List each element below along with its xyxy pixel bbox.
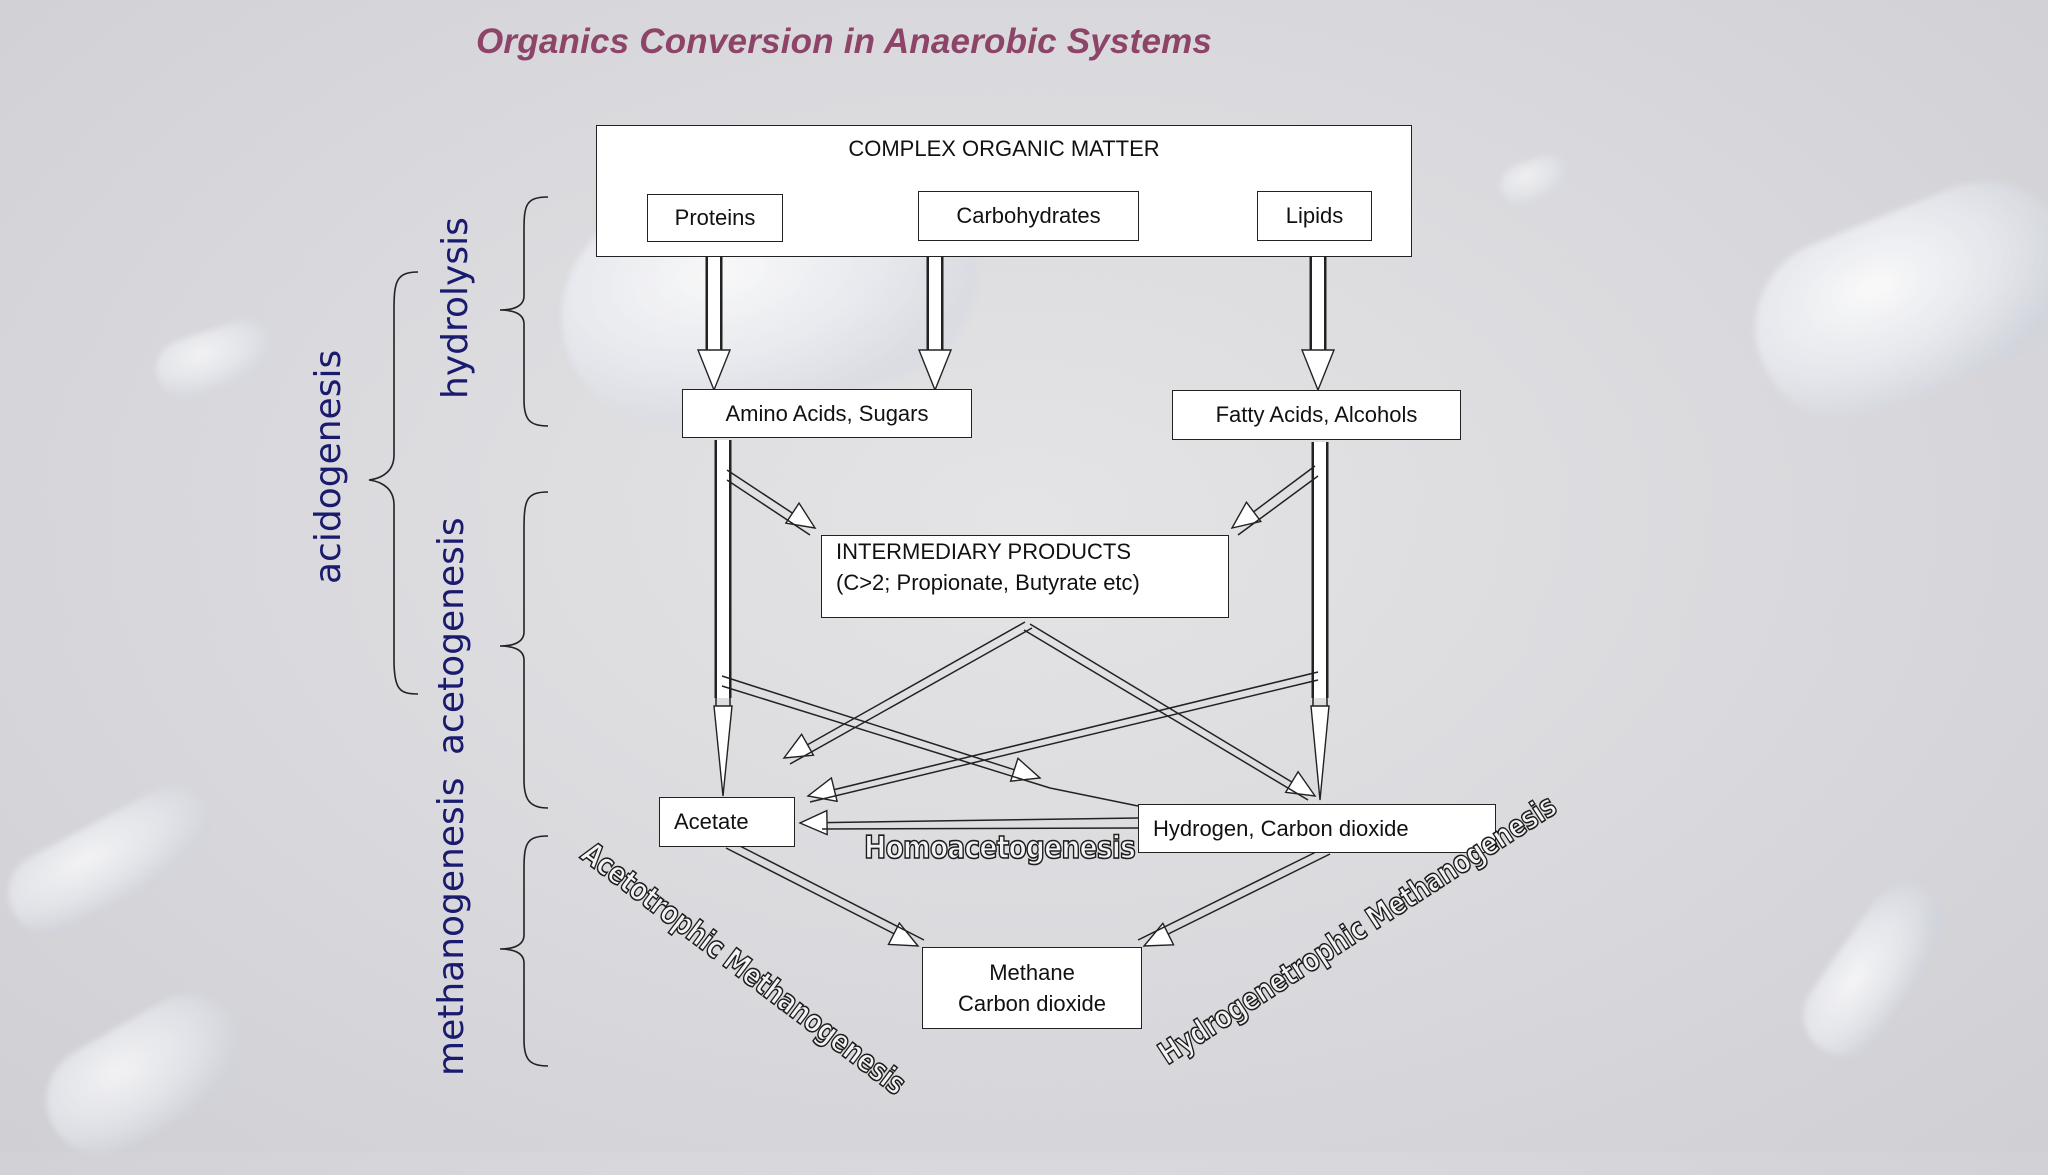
amino-acids-sugars-label: Amino Acids, Sugars: [725, 400, 929, 426]
carbohydrates-label: Carbohydrates: [956, 203, 1101, 228]
acetogenesis-brace: [499, 491, 549, 809]
acetate-box: Acetate: [659, 797, 795, 847]
proteins-box: Proteins: [647, 194, 783, 242]
hydrogen-co2-box: Hydrogen, Carbon dioxide: [1138, 804, 1496, 853]
proteins-label: Proteins: [674, 205, 756, 230]
arrows: [705, 242, 1329, 698]
methane-co2-box: Methane Carbon dioxide: [922, 947, 1142, 1029]
acetate-label: Acetate: [674, 809, 749, 834]
carbohydrates-box: Carbohydrates: [918, 191, 1139, 241]
complex-organic-matter-label: COMPLEX ORGANIC MATTER: [848, 136, 1160, 161]
stage-label-methanogenesis: methanogenesis: [431, 777, 472, 1076]
amino-acids-sugars-box: Amino Acids, Sugars: [682, 389, 972, 438]
fatty-acids-alcohols-box: Fatty Acids, Alcohols: [1172, 390, 1461, 440]
lipids-box: Lipids: [1257, 191, 1372, 241]
arrow-heads: [696, 349, 1336, 801]
stage-label-acetogenesis: acetogenesis: [431, 517, 472, 755]
arrow-lipids-to-fatty: [1300, 349, 1336, 392]
stage-label-hydrolysis: hydrolysis: [435, 217, 476, 399]
arrow-carbs-to-amino: [917, 349, 953, 392]
arrow-proteins-to-amino: [696, 349, 732, 392]
arrow-fatty-to-hydrogen: [1310, 705, 1330, 801]
page-title: Organics Conversion in Anaerobic Systems: [476, 22, 1213, 61]
methanogenesis-brace: [499, 835, 549, 1067]
stage-braces: [368, 196, 549, 1067]
hydrolysis-brace: [499, 196, 549, 427]
stage-label-acidogenesis: acidogenesis: [308, 349, 349, 584]
lipids-label: Lipids: [1285, 203, 1344, 228]
intermediary-products-box: INTERMEDIARY PRODUCTS (C>2; Propionate, …: [821, 535, 1229, 618]
acidogenesis-brace: [368, 271, 419, 695]
methane-label: Methane: [989, 960, 1075, 985]
process-label-homoacetogenesis: Homoacetogenesis: [863, 829, 1136, 867]
arrow-shafts: [715, 440, 1331, 946]
hydrogen-co2-label: Hydrogen, Carbon dioxide: [1153, 815, 1409, 841]
intermediary-products-label: INTERMEDIARY PRODUCTS: [836, 539, 1132, 564]
arrow-amino-to-acetate: [713, 705, 733, 797]
carbon-dioxide-label: Carbon dioxide: [958, 991, 1106, 1016]
fatty-acids-alcohols-label: Fatty Acids, Alcohols: [1215, 402, 1418, 427]
intermediary-products-detail: (C>2; Propionate, Butyrate etc): [836, 570, 1140, 595]
